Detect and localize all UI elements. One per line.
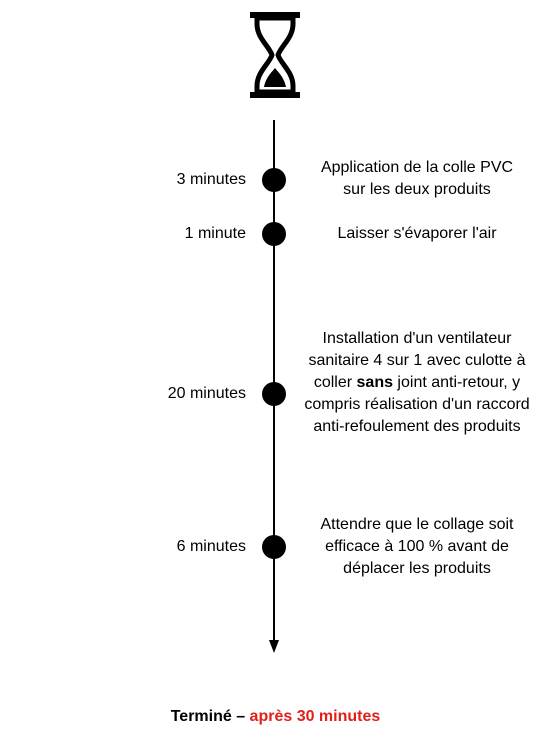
completion-total-time: après 30 minutes — [249, 708, 381, 725]
timeline-line — [273, 120, 275, 640]
step-description-line: efficace à 100 % avant de — [325, 538, 509, 555]
step-dot-icon — [262, 535, 286, 559]
step-duration: 6 minutes — [176, 538, 246, 555]
completion-label: Terminé – — [170, 708, 250, 725]
step-description-line: Application de la colle PVC — [320, 159, 514, 176]
step-dot-icon — [262, 382, 286, 406]
step-dot-icon — [262, 222, 286, 246]
hourglass-icon — [250, 12, 300, 98]
step-description-line: Attendre que le collage soit — [320, 516, 514, 533]
step-description-emphasis: sans — [356, 374, 393, 391]
step-description: Attendre que le collage soit efficace à … — [297, 514, 537, 580]
completion-summary: Terminé – après 30 minutes — [0, 707, 551, 727]
step-description: Application de la colle PVC sur les deux… — [297, 157, 537, 201]
step-description-line: déplacer les produits — [343, 560, 491, 577]
step-description-text: joint anti-retour, y compris réalisation… — [304, 374, 530, 435]
timeline-arrow-icon — [269, 640, 279, 653]
step-description: Laisser s'évaporer l'air — [297, 223, 537, 245]
step-duration: 20 minutes — [167, 385, 246, 402]
step-description-line: sur les deux produits — [343, 181, 491, 198]
step-dot-icon — [262, 168, 286, 192]
step-description-line: Laisser s'évaporer l'air — [337, 225, 497, 242]
step-description-text: Installation d'un ventilateur sanitaire … — [308, 330, 526, 391]
step-duration: 1 minute — [184, 225, 246, 242]
step-description: Installation d'un ventilateur sanitaire … — [297, 328, 537, 438]
step-duration: 3 minutes — [176, 171, 246, 188]
